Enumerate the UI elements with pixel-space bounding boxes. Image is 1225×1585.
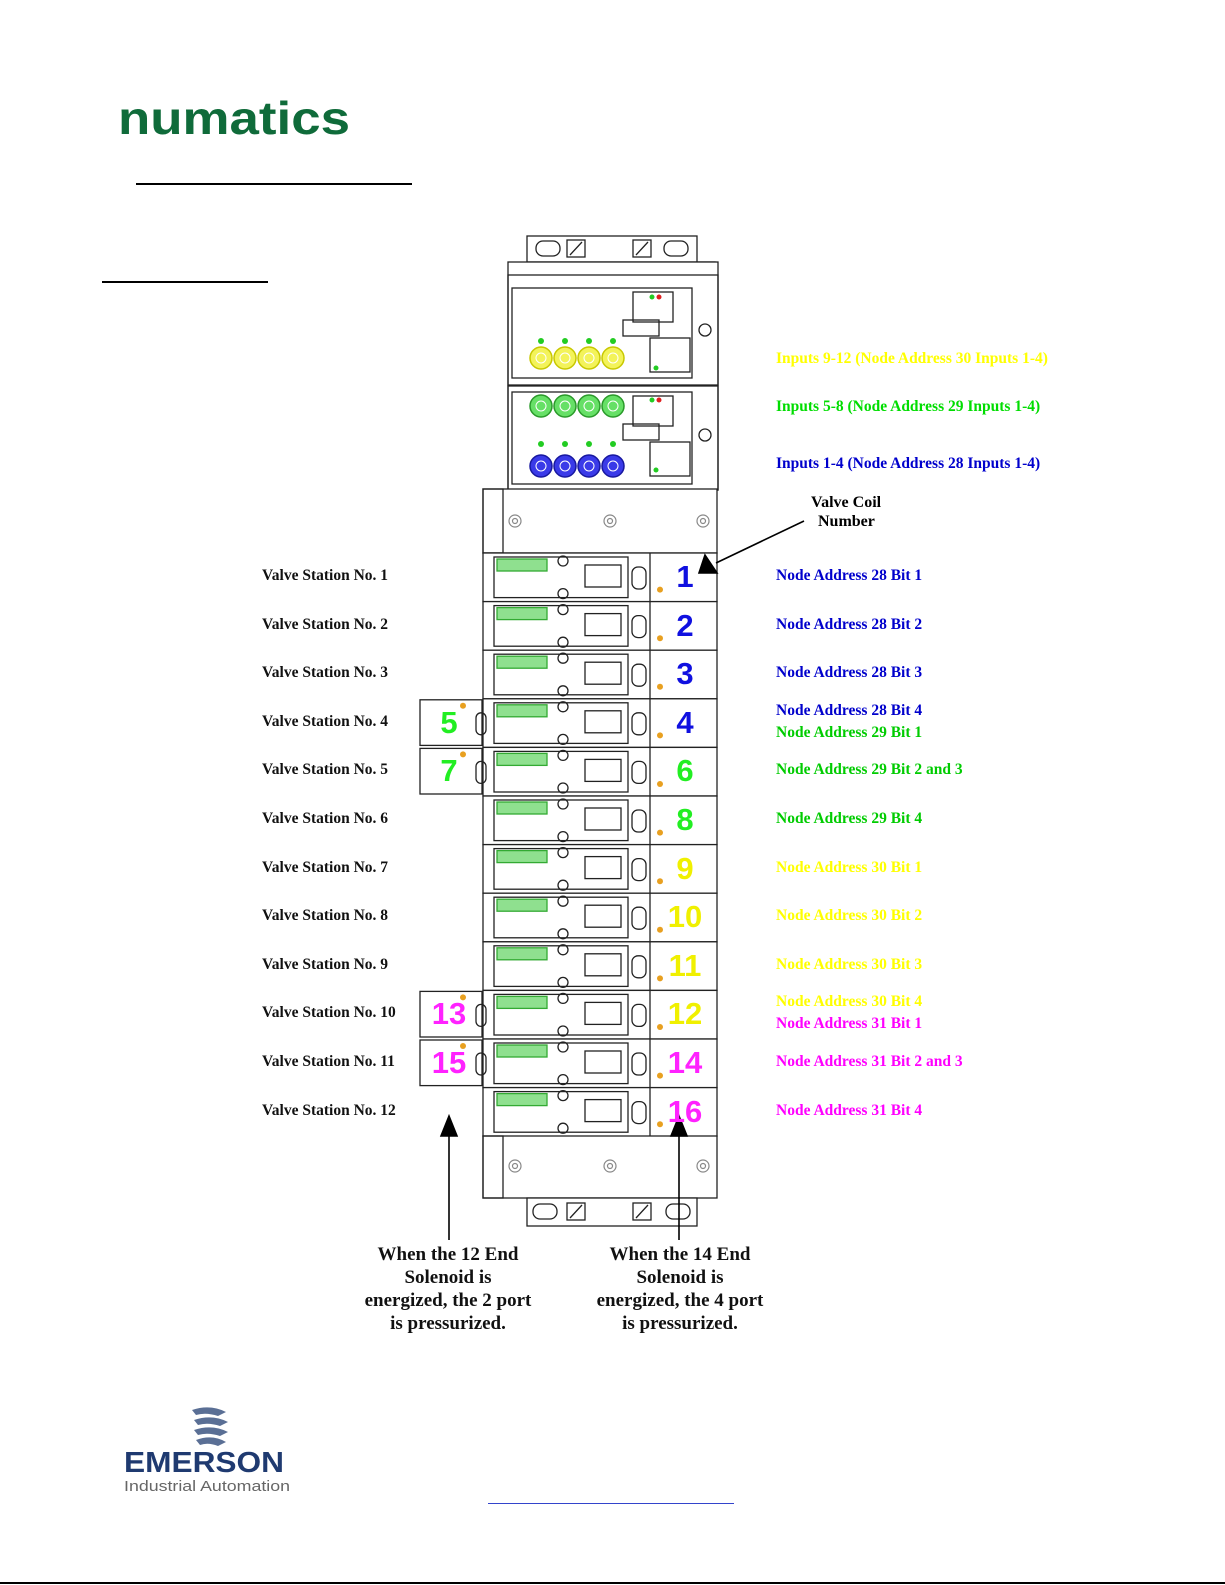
node-address-label: Node Address 30 Bit 4	[776, 993, 923, 1011]
valve-station-label: Valve Station No. 11	[262, 1053, 395, 1070]
coil-14-number: 9	[676, 850, 694, 886]
valve-station-body	[482, 989, 718, 1040]
io-connector	[553, 454, 577, 478]
coil-14-number: 1	[676, 559, 694, 594]
node-address-label: Node Address 31 Bit 2 and 3	[776, 1053, 963, 1070]
node-address-label: Node Address 30 Bit 1	[776, 858, 923, 876]
coil-12-number: 13	[431, 996, 467, 1032]
coil-12-number: 7	[440, 753, 458, 789]
valve-station-body	[482, 552, 718, 603]
note-14-end: When the 14 End Solenoid is energized, t…	[580, 1243, 780, 1335]
title-underline	[136, 183, 412, 185]
coil-12-number: 5	[440, 704, 458, 740]
coil-14-number: 16	[667, 1093, 703, 1129]
node-address-label: Node Address 28 Bit 1	[776, 567, 923, 584]
node-address-label: Node Address 28 Bit 3	[776, 664, 923, 682]
io-connector	[601, 454, 625, 478]
note-14-line-4: is pressurized.	[622, 1313, 738, 1334]
node-address-label: Node Address 28 Bit 4	[776, 701, 923, 719]
note-12-line-3: energized, the 2 port	[364, 1290, 532, 1311]
io-connector	[577, 394, 601, 418]
coil-14-number: 2	[676, 607, 694, 643]
valve-station-label: Valve Station No. 6	[262, 810, 389, 827]
valve-station-label: Valve Station No. 12	[262, 1101, 396, 1119]
node-address-label: Node Address 29 Bit 1	[776, 723, 923, 741]
valve-station-label: Valve Station No. 2	[262, 615, 389, 633]
valve-station-body	[482, 843, 718, 894]
emerson-division: Industrial Automation	[124, 1478, 290, 1495]
valve-station-body	[482, 941, 718, 992]
callout-valve-coil: Valve Coil	[811, 494, 882, 511]
node-address-label: Node Address 31 Bit 4	[776, 1101, 923, 1119]
coil-14-number: 4	[676, 704, 694, 740]
callout-number: Number	[818, 513, 875, 530]
io-connector	[601, 394, 625, 418]
note-12-line-1: When the 12 End	[377, 1244, 519, 1265]
coil-14-number: 14	[667, 1045, 703, 1080]
coil-12-number: 15	[431, 1045, 467, 1080]
input-label-9-12: Inputs 9-12 (Node Address 30 Inputs 1-4)	[776, 350, 1048, 367]
solenoid-12-end-box	[419, 699, 487, 747]
io-connector	[553, 394, 577, 418]
footer-rule	[0, 1582, 1225, 1584]
valve-station-label: Valve Station No. 5	[262, 761, 389, 779]
footer-link-underline[interactable]	[488, 1503, 734, 1504]
node-address-label: Node Address 31 Bit 1	[776, 1015, 923, 1033]
numatics-logo-text: numatics	[118, 96, 350, 140]
coil-14-number: 6	[676, 753, 694, 789]
valve-station-body	[482, 892, 718, 943]
node-address-label: Node Address 30 Bit 3	[776, 955, 923, 973]
valve-station-label: Valve Station No. 8	[262, 907, 389, 925]
valve-station-label: Valve Station No. 4	[262, 712, 389, 730]
node-address-label: Node Address 29 Bit 4	[776, 810, 923, 827]
node-address-label: Node Address 30 Bit 2	[776, 907, 923, 925]
valve-station-body	[482, 1038, 718, 1089]
note-12-line-4: is pressurized.	[390, 1313, 506, 1334]
node-address-label: Node Address 28 Bit 2	[776, 615, 923, 633]
solenoid-12-end-box	[419, 1039, 487, 1087]
input-label-5-8: Inputs 5-8 (Node Address 29 Inputs 1-4)	[776, 398, 1041, 415]
emerson-wordmark: EMERSON	[124, 1447, 284, 1479]
node-address-label: Node Address 29 Bit 2 and 3	[776, 761, 963, 779]
input-label-1-4: Inputs 1-4 (Node Address 28 Inputs 1-4)	[776, 455, 1041, 472]
valve-station-label: Valve Station No. 7	[262, 858, 389, 876]
valve-station-body	[482, 600, 718, 651]
valve-station-label: Valve Station No. 1	[262, 567, 389, 584]
solenoid-12-end-box	[419, 990, 487, 1038]
emerson-logo: EMERSON Industrial Automation	[124, 1407, 290, 1495]
note-12-end: When the 12 End Solenoid is energized, t…	[348, 1243, 548, 1335]
coil-14-number: 8	[676, 802, 694, 837]
valve-station-body	[482, 698, 718, 749]
valve-station-body	[482, 746, 718, 797]
coil-14-number: 10	[667, 899, 703, 935]
coil-14-number: 12	[667, 996, 703, 1032]
io-connector	[553, 346, 577, 370]
subtitle-underline	[102, 281, 268, 283]
valve-station-body	[482, 649, 718, 700]
note-14-line-2: Solenoid is	[636, 1267, 724, 1288]
io-connector	[529, 394, 553, 418]
solenoid-12-end-box	[419, 747, 487, 795]
valve-station-body	[482, 795, 718, 846]
note-14-line-1: When the 14 End	[609, 1244, 751, 1265]
emerson-emblem-icon	[192, 1407, 228, 1446]
io-connector	[601, 346, 625, 370]
io-connector	[529, 346, 553, 370]
valve-station-label: Valve Station No. 3	[262, 664, 389, 682]
coil-14-number: 11	[668, 947, 702, 983]
io-connector	[529, 454, 553, 478]
coil-14-number: 3	[676, 656, 694, 692]
note-12-line-2: Solenoid is	[404, 1267, 492, 1288]
io-connector	[577, 346, 601, 370]
numatics-logo: numatics	[118, 96, 350, 140]
io-connector	[577, 454, 601, 478]
valve-station-label: Valve Station No. 9	[262, 955, 389, 973]
note-14-line-3: energized, the 4 port	[596, 1290, 764, 1311]
valve-station-label: Valve Station No. 10	[262, 1004, 396, 1022]
